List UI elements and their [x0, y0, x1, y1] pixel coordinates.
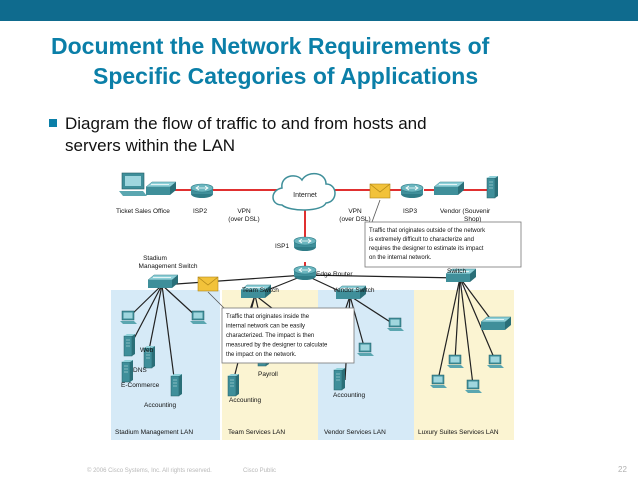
- isp3-router-icon: [400, 183, 424, 199]
- vendor-switch-top-icon: [433, 181, 465, 196]
- slide-title-line-1: Document the Network Requirements of: [51, 33, 490, 59]
- web-server-icon: [123, 333, 136, 357]
- dns-server-icon: [121, 359, 134, 383]
- team-switch-label: Team Switch: [242, 287, 279, 294]
- callout-text-line: characterized. The impact is then: [226, 333, 314, 339]
- stadium-lan-label: Stadium Management LAN: [115, 429, 193, 436]
- vpn-left-sublabel: (over DSL): [228, 216, 259, 223]
- vendor-sublabel: Shop): [464, 216, 481, 223]
- outside-traffic-envelope-icon: [369, 183, 391, 199]
- bullet-text-line-1: Diagram the flow of traffic to and from …: [65, 114, 427, 133]
- vendor-lan-label: Vendor Services LAN: [324, 429, 386, 436]
- ecommerce-label: E-Commerce: [121, 382, 160, 389]
- luxury-lan-label: Luxury Suites Services LAN: [418, 429, 499, 436]
- vendor-server-icon: [486, 175, 499, 199]
- bullet-point: Diagram the flow of traffic to and from …: [49, 113, 569, 157]
- vendor-label: Vendor (Souvenir: [440, 208, 491, 215]
- page-number: 22: [618, 465, 627, 474]
- bullet-square-icon: [49, 119, 57, 127]
- bullet-text-line-2: servers within the LAN: [65, 136, 236, 155]
- team-accounting-server-icon: [227, 373, 240, 397]
- team-accounting-label: Accounting: [229, 397, 262, 404]
- slide-title-line-2: Specific Categories of Applications: [93, 63, 479, 89]
- inside-traffic-envelope-icon: [197, 276, 219, 292]
- outside-traffic-callout: Traffic that originates outside of the n…: [364, 199, 522, 268]
- stadium-switch-label: Stadium: [143, 255, 167, 262]
- stadium-switch-sublabel: Management Switch: [139, 263, 198, 270]
- stadium-management-switch-icon: [147, 274, 179, 289]
- isp1-router-icon: [293, 236, 317, 252]
- isp3-label: ISP3: [403, 208, 417, 215]
- callout-text-line: internal network can be easily: [226, 324, 305, 330]
- edge-router-icon: [293, 265, 317, 281]
- callout-text-line: on the internal network.: [369, 255, 432, 261]
- ticket-sales-switch-icon: [145, 181, 177, 196]
- vpn-right-label: VPN: [348, 208, 362, 215]
- ticket-sales-office-label: Ticket Sales Office: [116, 208, 170, 215]
- isp2-router-icon: [190, 183, 214, 199]
- callout-text-line: the impact on the network.: [226, 352, 297, 358]
- web-label: Web: [140, 347, 154, 354]
- internet-label: Internet: [293, 192, 317, 199]
- top-banner: [0, 0, 638, 21]
- callout-text-line: measured by the designer to calculate: [226, 343, 328, 349]
- payroll-label: Payroll: [258, 371, 278, 378]
- callout-text-line: is extremely difficult to characterize a…: [369, 237, 474, 243]
- classification-label: Cisco Public: [243, 468, 277, 474]
- accounting-server-icon: [170, 373, 183, 397]
- internet-cloud-icon: Internet: [272, 172, 336, 211]
- vendor-switch-label: Vendor Switch: [333, 287, 375, 294]
- inside-traffic-callout: Traffic that originates inside the intern…: [207, 291, 355, 364]
- isp1-label: ISP1: [275, 243, 289, 250]
- accounting-label: Accounting: [144, 402, 177, 409]
- luxury-switch-icon: [480, 316, 512, 331]
- ticket-sales-pc-icon: [119, 172, 147, 196]
- vendor-accounting-server-icon: [333, 367, 346, 391]
- copyright-notice: © 2006 Cisco Systems, Inc. All rights re…: [87, 468, 212, 474]
- callout-text-line: Traffic that originates outside of the n…: [369, 228, 486, 234]
- callout-text-line: requires the designer to estimate its im…: [369, 246, 484, 252]
- vpn-left-label: VPN: [237, 208, 251, 215]
- luxury-switch-label: Switch: [447, 268, 467, 275]
- vendor-accounting-label: Accounting: [333, 392, 366, 399]
- dns-label: DNS: [133, 367, 147, 374]
- slide-title: Document the Network Requirements of Spe…: [51, 31, 621, 91]
- team-lan-label: Team Services LAN: [228, 429, 285, 436]
- edge-router-label: Edge Router: [316, 271, 353, 278]
- callout-text-line: Traffic that originates inside the: [226, 314, 310, 320]
- vpn-right-sublabel: (over DSL): [339, 216, 370, 223]
- isp2-label: ISP2: [193, 208, 207, 215]
